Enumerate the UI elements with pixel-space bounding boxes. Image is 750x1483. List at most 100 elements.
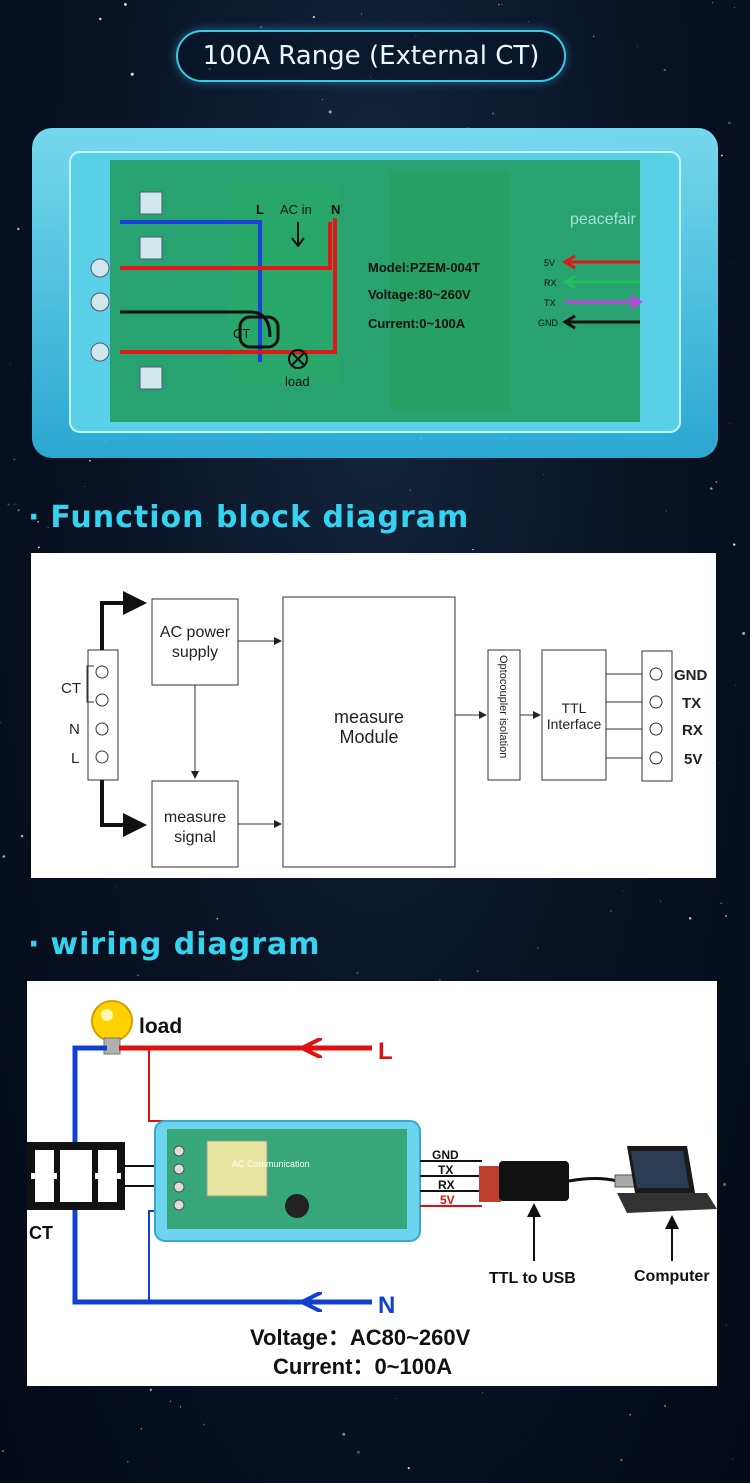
ct-ring [238, 315, 280, 349]
star [728, 423, 730, 424]
red-wire-N [120, 222, 332, 354]
ac-in-arrow [291, 222, 305, 248]
star [660, 900, 662, 902]
star [179, 1406, 182, 1408]
star [395, 1398, 397, 1400]
load-symbol [288, 349, 308, 369]
star [733, 7, 735, 9]
thick-arrow-bottom [100, 780, 147, 837]
star [492, 112, 495, 115]
star [663, 68, 666, 72]
photo-voltage: Voltage:80~260V [368, 287, 471, 302]
star [537, 947, 539, 949]
spec-current: Current：0~100A [273, 1354, 452, 1379]
star [477, 970, 479, 972]
photo-pin-5v: 5V [544, 258, 555, 268]
star [37, 520, 39, 523]
laptop-icon [617, 1146, 717, 1213]
star [629, 1413, 632, 1416]
star [37, 546, 40, 549]
ac-power-supply-line1: AC power [160, 624, 231, 641]
star [711, 1, 714, 4]
load-cross [291, 352, 305, 366]
title-badge: 100A Range (External CT) [176, 30, 566, 82]
star [527, 21, 529, 23]
wire-label-rx: RX [438, 1178, 455, 1192]
star [438, 979, 441, 982]
wiring-diagram: load L N CT AC Communication [27, 981, 717, 1386]
star [730, 263, 732, 264]
star [13, 458, 16, 461]
star [356, 1450, 360, 1454]
photo-label-ac-in: AC in [280, 202, 312, 217]
photo-model: Model:PZEM-004T [368, 260, 480, 275]
star [742, 631, 746, 635]
star [543, 474, 545, 475]
star [124, 3, 127, 6]
computer-arrow-head [665, 1215, 679, 1229]
ttl-interface-line2: Interface [547, 716, 602, 732]
pcb-board [110, 160, 640, 422]
star [0, 721, 1, 724]
star [710, 487, 713, 490]
star [126, 1460, 129, 1463]
star [622, 890, 624, 892]
function-block-heading-text: Function block diagram [50, 500, 470, 535]
star [732, 1458, 734, 1460]
star [258, 934, 260, 936]
optocoupler-label: Optocoupler isolation [497, 655, 509, 758]
ct-label: CT [29, 1223, 53, 1243]
star [322, 99, 323, 101]
star [722, 1182, 727, 1187]
photo-brand: peacefair [570, 211, 636, 228]
ttl-usb-arrow-head [527, 1203, 541, 1217]
star [116, 886, 118, 888]
pin-label-rx: RX [682, 722, 703, 739]
star [727, 121, 731, 125]
star [166, 518, 168, 520]
star [636, 45, 638, 47]
neutral-label: N [378, 1292, 395, 1319]
star [17, 227, 20, 231]
photo-label-ct: CT [233, 326, 250, 341]
star [20, 834, 24, 838]
load-label: load [139, 1015, 182, 1038]
function-block-heading: · Function block diagram [28, 500, 469, 535]
star [501, 3, 503, 5]
measure-signal-block [151, 780, 239, 868]
star [719, 762, 720, 764]
wire-label-gnd: GND [432, 1148, 459, 1162]
star [169, 1400, 172, 1402]
photo-label-load: load [285, 374, 310, 389]
star [203, 1423, 205, 1426]
bullet-dot: · [28, 500, 41, 535]
star [342, 1432, 346, 1436]
star [407, 1466, 410, 1470]
star [409, 489, 411, 491]
pzem-terminals [173, 1145, 185, 1211]
wiring-heading: ·wiring diagram [28, 927, 321, 962]
star [263, 518, 265, 520]
star [149, 1388, 152, 1391]
wire-label-5v: 5V [440, 1193, 455, 1207]
star [664, 1405, 666, 1407]
pin-label-gnd: GND [674, 667, 708, 684]
star [260, 26, 262, 28]
star [732, 543, 736, 546]
optocoupler-block [487, 649, 521, 781]
star [609, 910, 612, 912]
star [220, 1480, 222, 1482]
measure-module-line2: Module [339, 727, 398, 747]
measure-signal-line2: signal [174, 829, 216, 846]
star [725, 1324, 727, 1326]
star [17, 509, 20, 512]
pzem-module-text: AC Communication [232, 1159, 310, 1169]
star [206, 522, 208, 524]
photo-label-N: N [331, 202, 340, 217]
star [89, 459, 91, 462]
star [9, 363, 11, 365]
star [665, 510, 667, 512]
photo-pin-rx: RX [544, 278, 557, 288]
measure-module-line1: measure [334, 707, 404, 727]
star [84, 486, 85, 488]
